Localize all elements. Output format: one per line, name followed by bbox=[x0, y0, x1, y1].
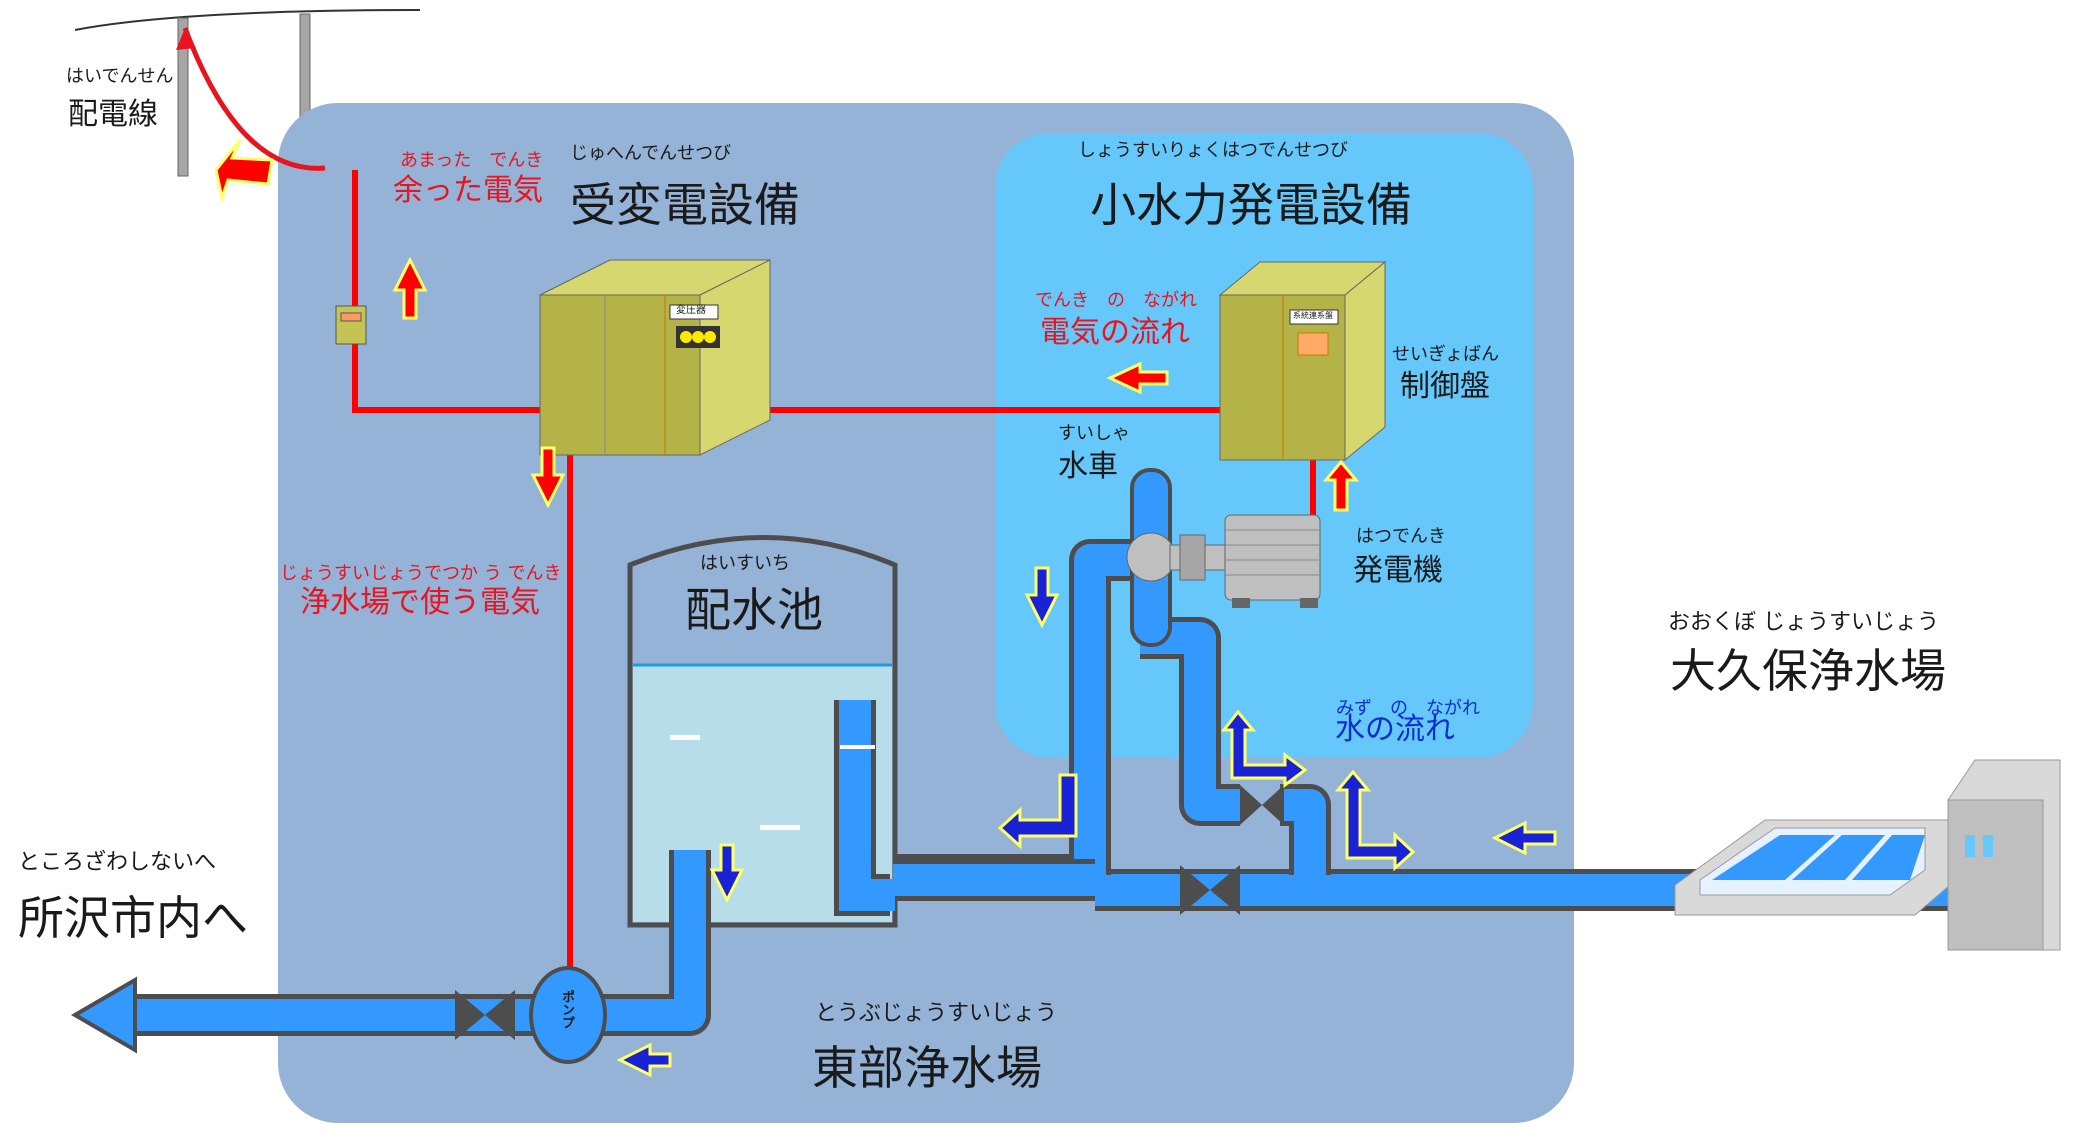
pump-label: ポンプ bbox=[559, 990, 574, 1029]
josui-denki-ruby: じょうすいじょうでつか う でんき bbox=[280, 563, 562, 584]
amatta-label: 余った電気 bbox=[393, 173, 543, 208]
transformer-plate: 変圧器 bbox=[676, 305, 706, 316]
hatsudenki-ruby: はつでんき bbox=[1356, 526, 1446, 547]
okubo-plant bbox=[1674, 759, 2061, 951]
okubo-ruby: おおくぼ じょうすいじょう bbox=[1668, 610, 1939, 635]
electricity-arrows bbox=[214, 139, 1360, 512]
denki-nagare-label: 電気の流れ bbox=[1040, 315, 1190, 350]
okubo-label: 大久保浄水場 bbox=[1670, 644, 1946, 698]
suisha-label: 水車 bbox=[1058, 449, 1118, 484]
mizu-nagare-ruby: みず の ながれ bbox=[1336, 698, 1480, 719]
valves bbox=[455, 785, 1284, 1040]
meter-box bbox=[335, 305, 367, 345]
export-line bbox=[182, 27, 326, 171]
transformer-cabinet bbox=[539, 259, 771, 456]
control-cabinet bbox=[1218, 260, 1387, 462]
seigyo-ruby: せいぎょばん bbox=[1392, 344, 1500, 365]
haisuichi-ruby: はいすいち bbox=[700, 553, 790, 574]
juhen-label: 受変電設備 bbox=[570, 178, 800, 232]
pump bbox=[529, 966, 607, 1064]
tobu-label: 東部浄水場 bbox=[812, 1041, 1042, 1095]
generator bbox=[1224, 514, 1321, 608]
tobu-ruby: とうぶじょうすいじょう bbox=[815, 1001, 1058, 1026]
amatta-ruby: あまった でんき bbox=[400, 150, 544, 171]
power-wiring bbox=[352, 170, 1316, 975]
haidensen-ruby: はいでんせん bbox=[66, 66, 174, 87]
hatsudenki-label: 発電機 bbox=[1353, 553, 1443, 588]
haidensen-label: 配電線 bbox=[68, 97, 158, 132]
shousui-label: 小水力発電設備 bbox=[1090, 178, 1412, 232]
mizu-nagare-label: 水の流れ bbox=[1335, 712, 1455, 747]
water-turbine bbox=[1126, 468, 1226, 647]
grid-panel-plate: 系統連系盤 bbox=[1293, 311, 1333, 320]
josui-denki-label: 浄水場で使う電気 bbox=[300, 585, 540, 620]
export-line-head bbox=[176, 28, 196, 50]
tokorozawa-label: 所沢市内へ bbox=[18, 891, 248, 945]
tokorozawa-ruby: ところざわしないへ bbox=[18, 850, 217, 875]
outflow-arrow-head bbox=[71, 976, 137, 1054]
juhen-ruby: じゅへんでんせつび bbox=[570, 143, 732, 164]
reservoir-tank bbox=[627, 535, 898, 928]
seigyo-label: 制御盤 bbox=[1400, 369, 1490, 404]
haisuichi-label: 配水池 bbox=[685, 583, 823, 637]
shousui-ruby: しょうすいりょくはつでんせつび bbox=[1078, 140, 1348, 161]
water-flow-arrows bbox=[616, 566, 1557, 1078]
suisha-ruby: すいしゃ bbox=[1058, 423, 1130, 444]
denki-nagare-ruby: でんき の ながれ bbox=[1035, 290, 1197, 311]
